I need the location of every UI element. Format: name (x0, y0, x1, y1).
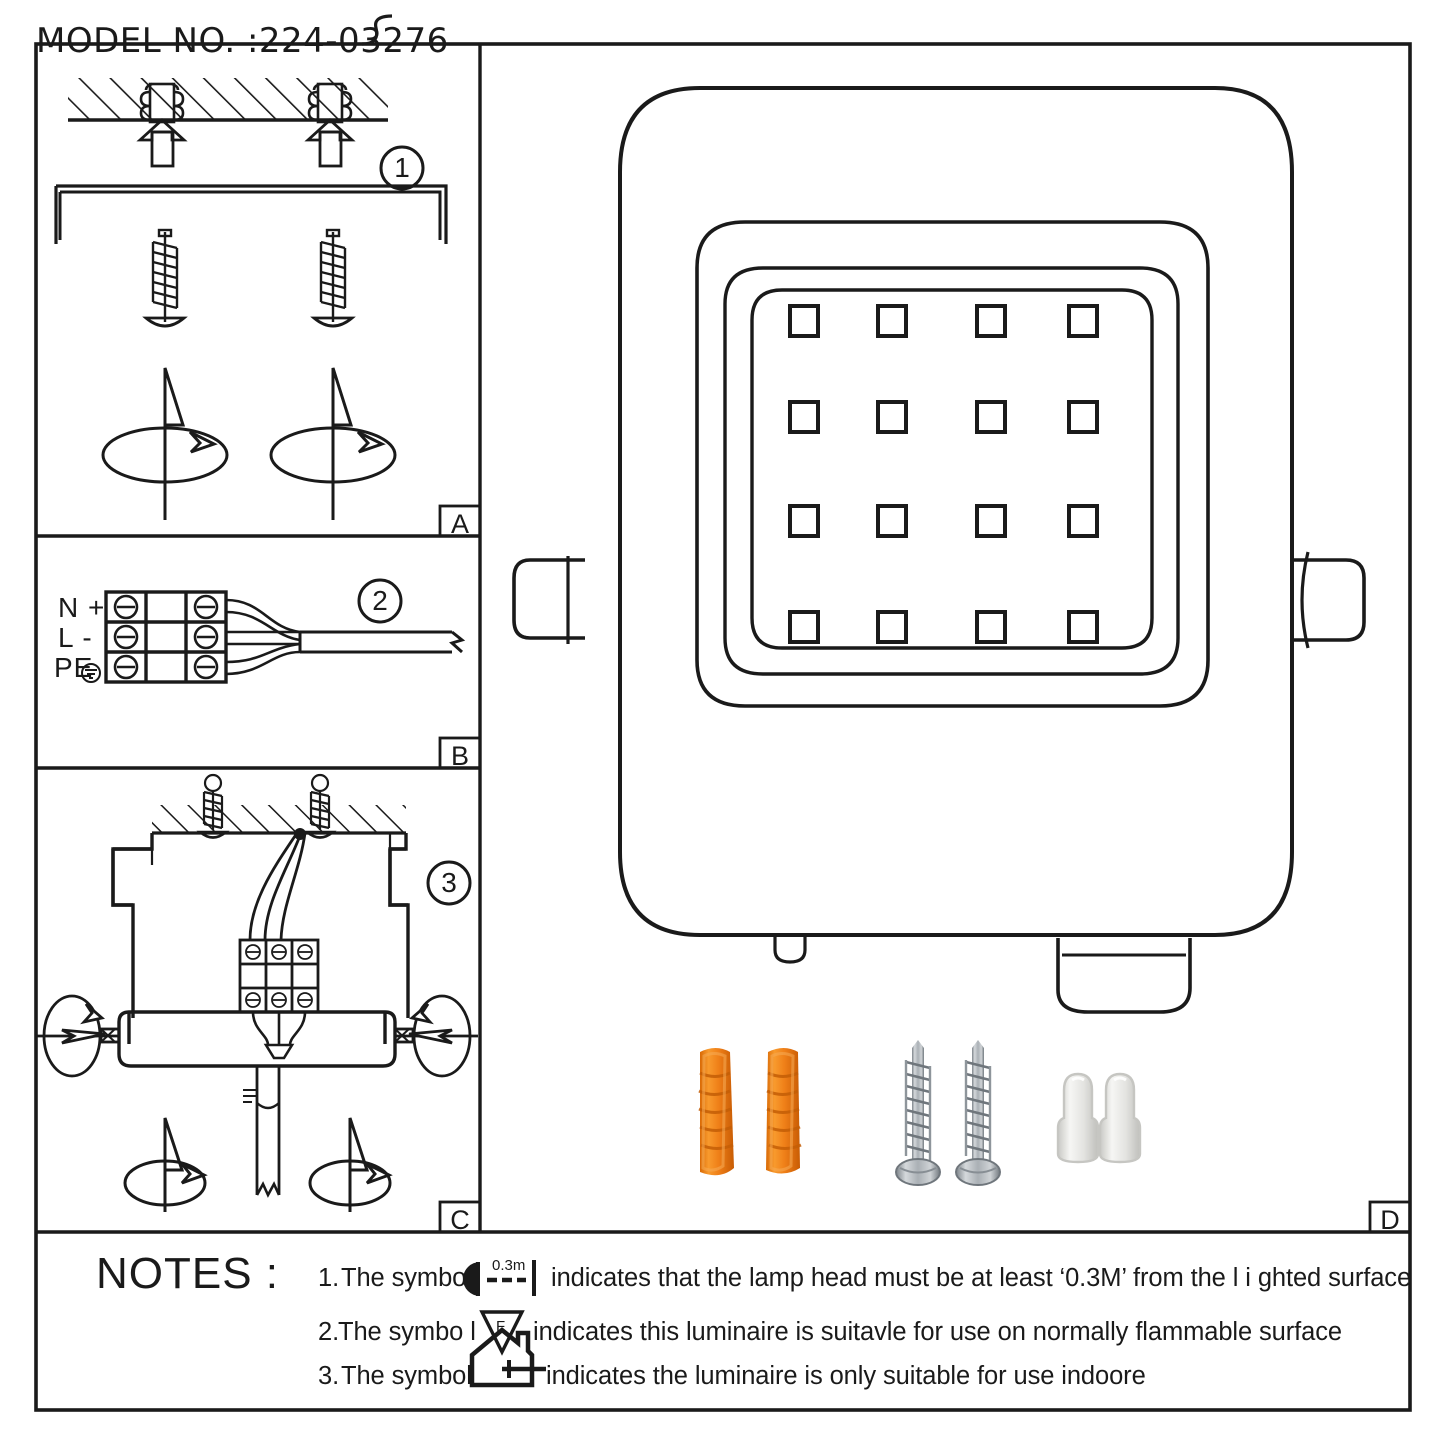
note-1-number: 1. (318, 1264, 340, 1292)
panel-label-b: B (450, 741, 469, 771)
note-3-text-after: indicates the luminaire is only suitable… (546, 1362, 1146, 1390)
note-2-number: 2. (318, 1318, 340, 1346)
note-2-text-after: indicates this luminaire is suitavle for… (533, 1318, 1342, 1346)
note-3-number: 3. (318, 1362, 340, 1390)
panel-label-a: A (450, 509, 469, 539)
terminal-label-l: L - (58, 622, 93, 653)
indoor-use-house-icon (469, 1327, 546, 1388)
note-2-text-before: The symbo l (338, 1318, 476, 1346)
min-distance-0.3m-icon (463, 1260, 536, 1296)
panel-label-c: C (450, 1205, 470, 1235)
note-3-text-before: The symbol (341, 1362, 472, 1390)
note-2-symbol-text: F (496, 1318, 506, 1335)
screw-1 (895, 1040, 941, 1186)
note-1-text-after: indicates that the lamp head must be at … (551, 1264, 1412, 1292)
terminal-label-pe: PE (54, 652, 94, 683)
wall-anchor-2 (766, 1048, 802, 1174)
note-1-text-before: The symbo (341, 1264, 467, 1292)
panel-label-d: D (1380, 1205, 1400, 1235)
screw-2 (955, 1040, 1001, 1186)
wall-anchor-1 (698, 1048, 734, 1176)
wire-nut-1 (1056, 1072, 1100, 1164)
model-number-label: MODEL NO. :224-03276 (36, 21, 449, 61)
step-number-1: 1 (394, 152, 410, 183)
step-number-2: 2 (372, 585, 388, 616)
step-number-3: 3 (441, 867, 457, 898)
wire-nut-2 (1098, 1072, 1142, 1164)
terminal-label-n: N + (58, 592, 106, 623)
flammable-surface-f-triangle-icon (479, 1310, 525, 1356)
notes-title: NOTES : (96, 1249, 280, 1298)
note-1-symbol-text: 0.3m (492, 1257, 526, 1274)
